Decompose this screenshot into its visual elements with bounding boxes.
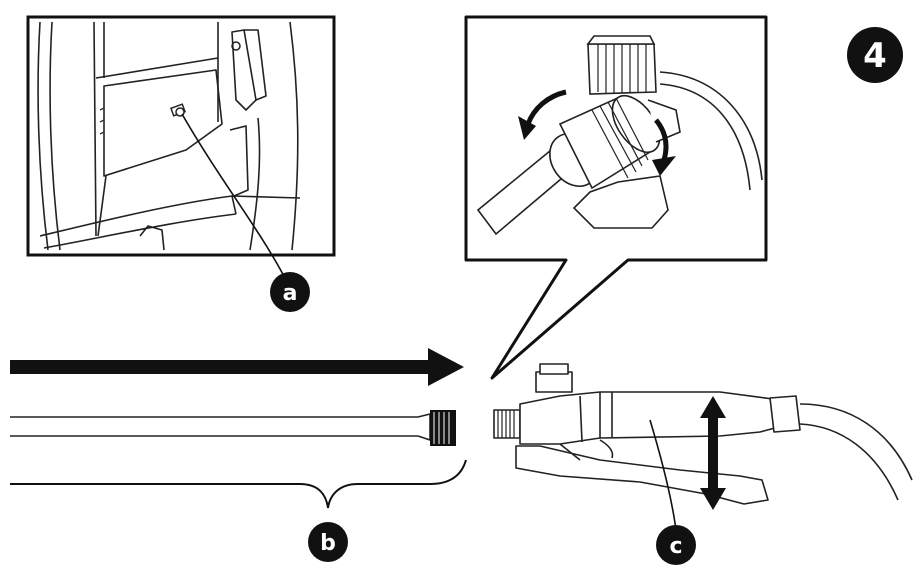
step-number: 4 xyxy=(863,36,887,76)
callout-b: b xyxy=(308,522,348,562)
insert-direction-arrow-icon xyxy=(10,348,464,386)
connector-detail-panel xyxy=(464,15,768,380)
rotate-arrow-left-icon xyxy=(518,89,567,140)
callout-b-brace xyxy=(10,459,467,509)
squeeze-arrow-icon xyxy=(700,396,726,510)
tank-detail-panel xyxy=(26,15,336,281)
svg-text:c: c xyxy=(669,534,682,559)
spray-hose xyxy=(799,403,913,501)
svg-text:a: a xyxy=(283,281,298,306)
svg-text:b: b xyxy=(320,531,336,556)
callout-c: c xyxy=(656,525,696,565)
step-badge: 4 xyxy=(847,27,903,83)
spray-handle xyxy=(493,363,801,505)
callout-c-leader xyxy=(649,419,677,531)
spray-lance xyxy=(10,410,456,446)
callout-a: a xyxy=(270,272,310,312)
rotate-arrow-right-icon xyxy=(652,118,676,176)
callout-a-leader xyxy=(181,113,287,281)
